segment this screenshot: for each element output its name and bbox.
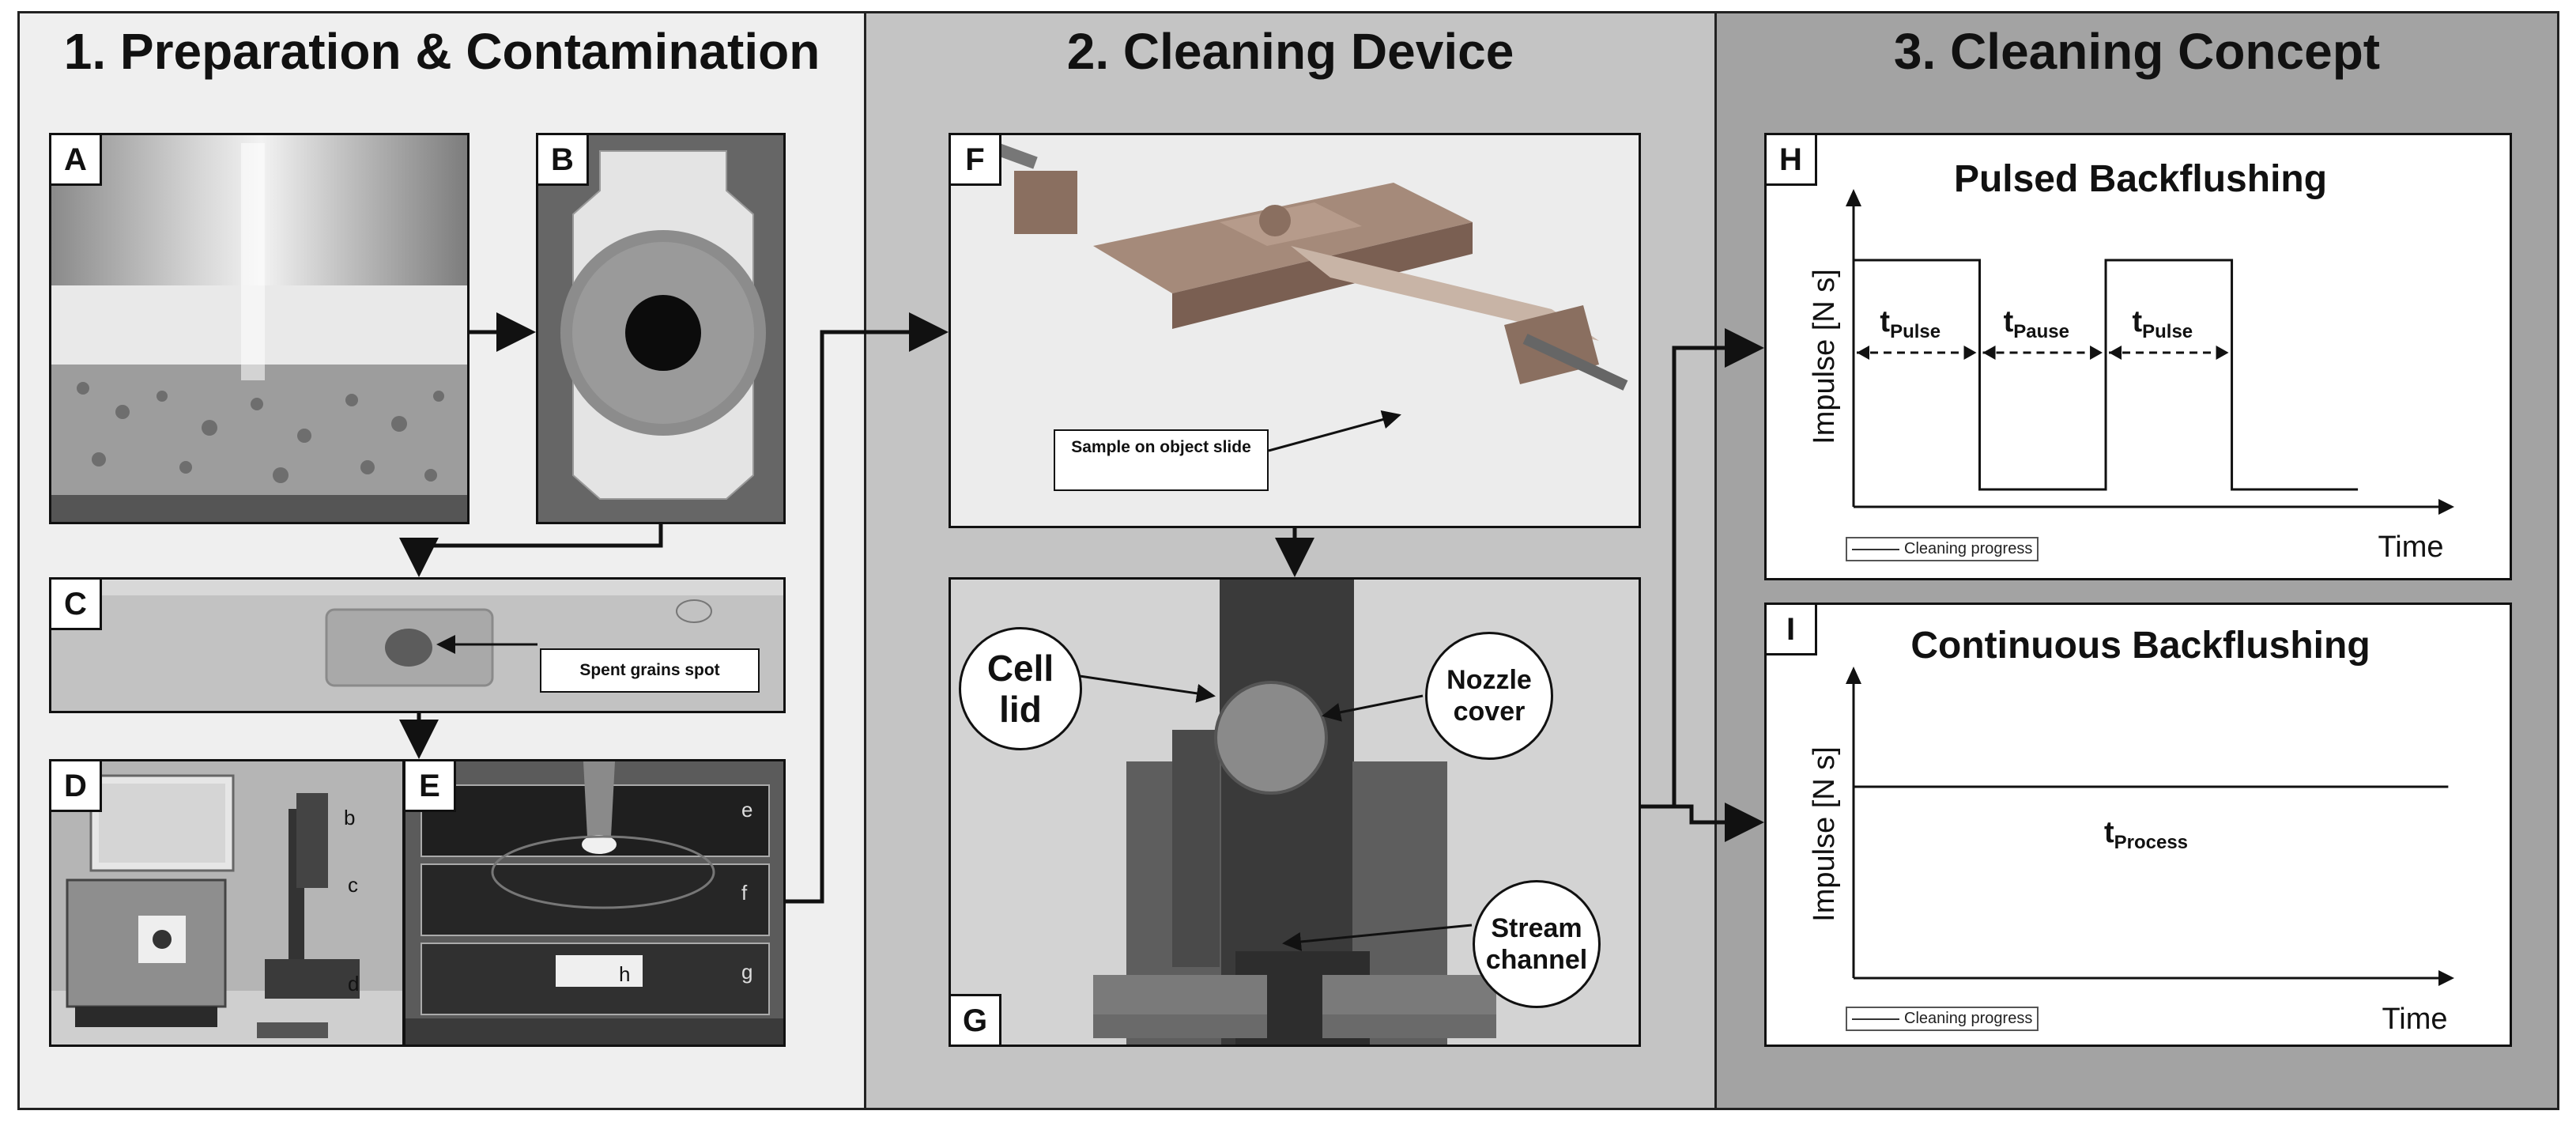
chart-pulsed-backflushing: H Pulsed Backflushing Impulse [N s] Time… bbox=[1764, 133, 2512, 580]
photo-jar-spent-grains: A bbox=[49, 133, 470, 524]
photo-label-e: e bbox=[741, 798, 752, 822]
panel-label-e: E bbox=[405, 761, 456, 812]
y-axis-arrow bbox=[1846, 667, 1861, 684]
arrowhead-right bbox=[2090, 346, 2103, 360]
arrowhead-left bbox=[2109, 346, 2122, 360]
holder-illustration bbox=[538, 135, 783, 522]
photo-label-c: c bbox=[348, 873, 358, 897]
cad-cleaning-cell: G Cell lid Nozzle cover Stream channel bbox=[949, 577, 1641, 1047]
callout-spent-grains-spot: Spent grains spot bbox=[540, 648, 760, 693]
callout-sample-on-object-slide: Sample on object slide bbox=[1054, 429, 1269, 491]
arrowhead-right bbox=[1963, 346, 1977, 360]
series-impulse-line bbox=[1854, 259, 2359, 491]
legend-line-icon bbox=[1852, 548, 1899, 550]
panel-label-a: A bbox=[51, 135, 102, 186]
callout-stream-channel: Stream channel bbox=[1473, 880, 1601, 1008]
callout-cell-lid: Cell lid bbox=[959, 627, 1082, 750]
column-title-cleaning-concept: 3. Cleaning Concept bbox=[1893, 23, 2381, 80]
arrowhead-right bbox=[2216, 346, 2229, 360]
photo-label-g: g bbox=[741, 960, 752, 984]
panel-label-f: F bbox=[951, 135, 1001, 186]
panel-label-h: H bbox=[1767, 135, 1817, 186]
chart-title-continuous: Continuous Backflushing bbox=[1910, 625, 2370, 667]
interval-label: tProcess bbox=[2104, 816, 2188, 853]
photo-label-h: h bbox=[619, 962, 630, 986]
slide-illustration bbox=[51, 580, 783, 711]
photo-stage-closeup: e f g h E bbox=[403, 759, 786, 1047]
chart-title-pulsed: Pulsed Backflushing bbox=[1953, 158, 2328, 200]
panel-label-g: G bbox=[951, 994, 1001, 1045]
y-axis-label: Impulse [N s] bbox=[1808, 269, 1841, 444]
photo-label-b: b bbox=[344, 806, 355, 829]
panel-label-i: I bbox=[1767, 605, 1817, 655]
photo-label-d: d bbox=[348, 972, 359, 995]
photo-microscope-setup: b c d D bbox=[49, 759, 405, 1047]
photo-object-slide: C Spent grains spot bbox=[49, 577, 786, 713]
stage-illustration: e f g h bbox=[405, 761, 783, 1045]
y-axis-arrow bbox=[1846, 189, 1861, 206]
y-axis-label: Impulse [N s] bbox=[1808, 746, 1841, 922]
microscope-illustration: b c d bbox=[51, 761, 402, 1045]
x-axis-arrow bbox=[2438, 970, 2454, 986]
x-axis-arrow bbox=[2438, 499, 2454, 515]
interval-label: tPulse bbox=[1880, 305, 1940, 342]
cad-cleaning-device: F Sample on object slide bbox=[949, 133, 1641, 528]
device-cad-illustration bbox=[951, 135, 1639, 526]
photo-sample-holder: B bbox=[536, 133, 786, 524]
interval-label: tPause bbox=[2004, 305, 2069, 342]
chart-continuous-backflushing: I Continuous Backflushing Impulse [N s] … bbox=[1764, 603, 2512, 1047]
legend-cleaning-progress: Cleaning progress bbox=[1846, 1007, 2039, 1031]
callout-nozzle-cover: Nozzle cover bbox=[1425, 632, 1553, 760]
legend-label: Cleaning progress bbox=[1904, 540, 2033, 557]
jar-illustration bbox=[51, 135, 467, 522]
chart-continuous-plot: Impulse [N s] Time tProcess bbox=[1808, 667, 2454, 1036]
panel-label-c: C bbox=[51, 580, 102, 630]
photo-label-f: f bbox=[741, 881, 748, 905]
panel-label-b: B bbox=[538, 135, 589, 186]
legend-label: Cleaning progress bbox=[1904, 1010, 2033, 1027]
legend-line-icon bbox=[1852, 1018, 1899, 1020]
column-title-preparation: 1. Preparation & Contamination bbox=[63, 23, 820, 80]
interval-label: tPulse bbox=[2132, 305, 2193, 342]
legend-cleaning-progress: Cleaning progress bbox=[1846, 537, 2039, 561]
column-title-cleaning-device: 2. Cleaning Device bbox=[1066, 23, 1514, 80]
arrowhead-left bbox=[1857, 346, 1869, 360]
panel-label-d: D bbox=[51, 761, 102, 812]
arrowhead-left bbox=[1982, 346, 1996, 360]
x-axis-label: Time bbox=[2382, 1003, 2447, 1036]
chart-pulsed-plot: Impulse [N s] Time tPulse tPause tPulse bbox=[1808, 189, 2454, 564]
x-axis-label: Time bbox=[2378, 531, 2443, 564]
